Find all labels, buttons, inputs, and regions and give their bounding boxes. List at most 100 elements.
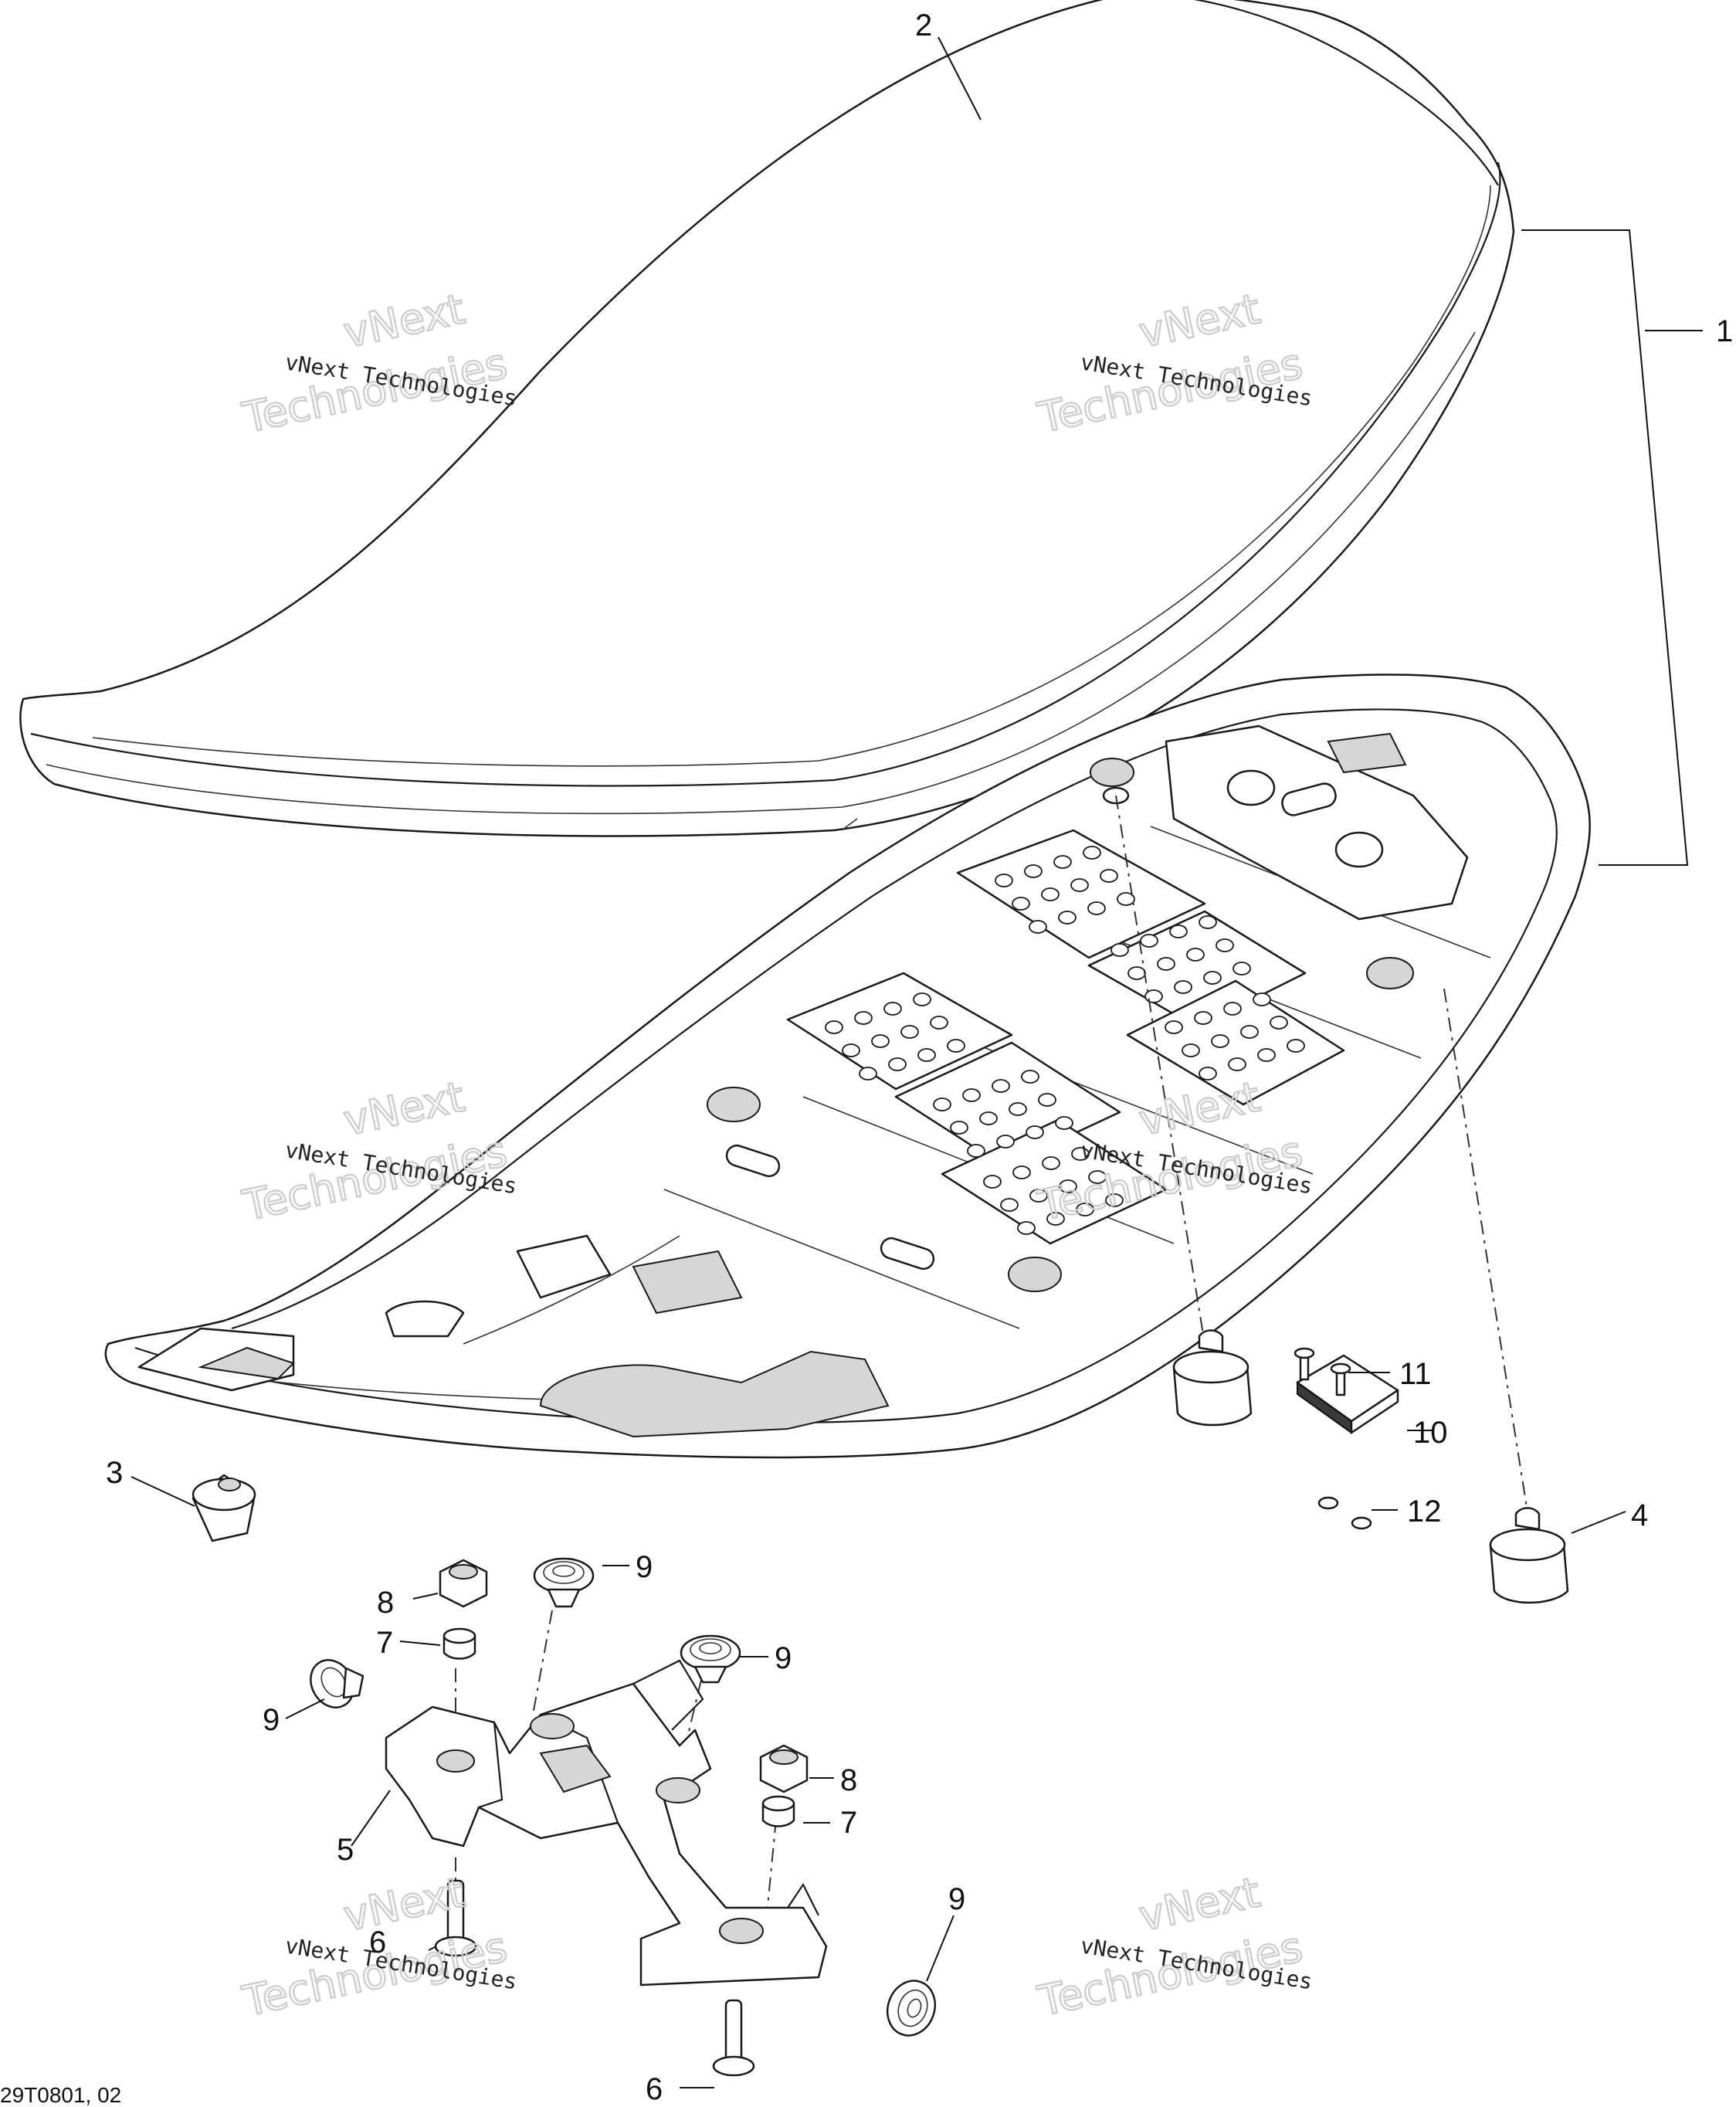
svg-text:vNext: vNext (340, 284, 469, 357)
pad-hole (1127, 966, 1146, 980)
grommet-part-9[interactable] (533, 1557, 595, 1608)
pad-hole (962, 1088, 981, 1102)
bolt-part-6[interactable] (434, 1879, 755, 2077)
pad-hole (1058, 911, 1077, 925)
callout-6-lower: 6 (646, 2072, 663, 2106)
pad-hole (1071, 1147, 1090, 1161)
pad-hole (1157, 957, 1175, 971)
pad-hole (1203, 971, 1222, 985)
bumper-part-4[interactable] (1172, 1329, 1253, 1427)
pad-hole (1194, 1011, 1212, 1025)
pad-hole (1232, 962, 1251, 975)
latch-part-10[interactable] (1296, 1354, 1399, 1434)
pad-hole (1100, 869, 1118, 883)
bumper-part-4[interactable] (1489, 1507, 1569, 1604)
pad-hole (1070, 878, 1089, 892)
pad-hole (854, 1011, 873, 1025)
pad-hole (859, 1067, 877, 1081)
pad-hole (950, 1121, 968, 1135)
pad-hole (1186, 948, 1205, 962)
svg-text:vNext: vNext (1135, 1868, 1264, 1940)
callout-8-right: 8 (840, 1763, 857, 1797)
bumper-part-3[interactable] (192, 1474, 256, 1542)
washer-part-12[interactable] (1317, 1496, 1372, 1530)
figure-code: 29T0801, 02 (0, 2083, 121, 2107)
mounting-bracket-part-5[interactable] (385, 1659, 828, 1987)
grommet-part-9[interactable] (880, 1974, 942, 2042)
pad-hole (1199, 1067, 1217, 1081)
pad-hole (1287, 1039, 1305, 1053)
pad-hole (1169, 925, 1188, 938)
leader-lines (131, 36, 1626, 2088)
pad-hole (1088, 1170, 1107, 1184)
pad-hole (1240, 1025, 1259, 1039)
pad-hole (1117, 892, 1135, 906)
pad-hole (1083, 846, 1101, 860)
pad-hole (842, 1043, 860, 1057)
pad-hole (1223, 1002, 1242, 1016)
svg-text:vNext: vNext (340, 1072, 469, 1145)
pad-hole (917, 1048, 936, 1062)
pad-hole (913, 992, 931, 1006)
watermark-tile: vNext Technologies vNext Technologies (237, 283, 518, 443)
pad-hole (930, 1016, 948, 1030)
pad-hole (1228, 1057, 1246, 1071)
pad-hole (947, 1039, 965, 1053)
grommet-part-9[interactable] (680, 1634, 741, 1684)
pad-hole (979, 1111, 998, 1125)
callout-labels: 1 2 3 4 5 6 6 7 7 8 8 9 9 9 9 10 11 12 (106, 8, 1733, 2106)
pad-hole (1021, 1070, 1039, 1084)
callout-9-bottom: 9 (948, 1882, 965, 1916)
pad-hole (1029, 1189, 1048, 1203)
callout-7-left: 7 (376, 1626, 393, 1660)
pad-hole (1055, 1116, 1073, 1130)
watermark-tile: vNext Technologies vNext Technologies (1032, 1867, 1314, 2027)
pad-hole (1053, 855, 1072, 869)
pad-hole (1029, 920, 1047, 934)
pad-hole (1216, 938, 1234, 952)
pad-hole (1257, 1048, 1276, 1062)
pad-hole (1140, 934, 1158, 948)
pad-hole (933, 1098, 951, 1111)
pad-hole (1017, 1221, 1036, 1235)
callout-6-upper: 6 (369, 1925, 386, 1959)
nut-part-8[interactable] (439, 1559, 809, 1793)
pad-hole (1182, 1043, 1200, 1057)
pad-hole (888, 1057, 907, 1071)
pad-hole (871, 1034, 890, 1048)
callout-3: 3 (106, 1456, 123, 1490)
pad-hole (1270, 1016, 1288, 1030)
callout-5: 5 (337, 1833, 354, 1867)
spacer-part-7[interactable] (442, 1627, 795, 1827)
pad-hole (825, 1020, 843, 1034)
pad-hole (1038, 1093, 1056, 1107)
pad-hole (1199, 915, 1217, 929)
pad-hole (1087, 901, 1106, 915)
pad-hole (995, 874, 1013, 887)
pad-hole (883, 1002, 902, 1016)
callout-8-left: 8 (377, 1586, 394, 1620)
callout-9-mid: 9 (775, 1641, 792, 1675)
pad-hole (1165, 1020, 1183, 1034)
pad-hole (1012, 1165, 1031, 1179)
watermark-tile: vNext Technologies vNext Technologies (237, 1867, 518, 2027)
pad-hole (1059, 1179, 1077, 1193)
pad-hole (1211, 1034, 1229, 1048)
pad-hole (1174, 980, 1192, 994)
callout-9-top: 9 (636, 1550, 653, 1584)
pad-hole (967, 1144, 985, 1158)
callout-9-left: 9 (263, 1703, 280, 1737)
callout-12: 12 (1407, 1495, 1442, 1529)
seat-cover[interactable] (19, 0, 1515, 837)
callout-1: 1 (1716, 314, 1733, 348)
pad-hole (996, 1135, 1015, 1149)
seat-base[interactable] (104, 673, 1591, 1459)
pad-hole (1026, 1125, 1044, 1139)
pad-hole (1105, 1193, 1124, 1207)
grommet-part-9[interactable] (302, 1652, 364, 1715)
pad-hole (1110, 943, 1129, 957)
callout-10: 10 (1413, 1416, 1448, 1450)
screw-part-11[interactable] (1294, 1347, 1351, 1396)
callout-1-bracket (1521, 229, 1703, 866)
